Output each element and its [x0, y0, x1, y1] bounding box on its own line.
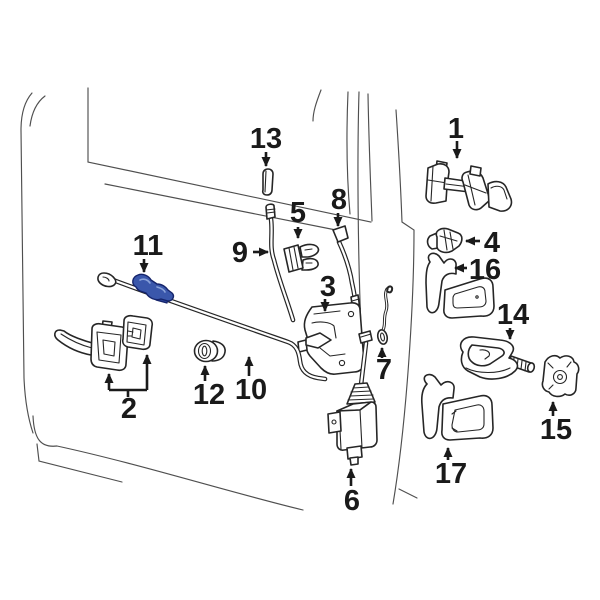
part-12-grommet	[193, 339, 226, 363]
callout-2-label: 2	[121, 393, 137, 425]
callout-9-label: 9	[232, 237, 248, 269]
callout-8-label: 8	[331, 184, 347, 216]
callout-3-label: 3	[320, 271, 336, 303]
callout-11: 11	[133, 230, 164, 273]
callout-1-label: 1	[448, 113, 464, 145]
callout-6: 6	[344, 468, 360, 517]
callout-11-label: 11	[133, 230, 164, 262]
callout-2-bracket	[109, 388, 147, 397]
callout-16-label: 16	[469, 254, 501, 286]
callout-16: 16	[454, 254, 501, 286]
part-7-rod	[376, 285, 394, 345]
part-14-clamp-with-screw	[459, 336, 536, 380]
callout-7: 7	[376, 347, 392, 386]
callout-17: 17	[435, 447, 467, 490]
callout-12: 12	[193, 365, 225, 411]
callout-10-label: 10	[235, 374, 267, 406]
callout-8: 8	[331, 184, 347, 227]
part-1-hinge-assembly	[425, 160, 513, 212]
callout-13: 13	[250, 123, 282, 167]
callout-1: 1	[448, 113, 464, 159]
callout-2: 2	[104, 354, 152, 425]
part-2-interior-handle	[54, 320, 130, 372]
callouts: 1 2 3 4 5 6 7 8	[104, 113, 572, 517]
callout-12-label: 12	[193, 379, 225, 411]
callout-5-label: 5	[290, 197, 306, 229]
callout-7-label: 7	[376, 354, 392, 386]
callout-15-label: 15	[540, 414, 572, 446]
part-11-rod-clip-highlighted	[132, 273, 175, 304]
part-3-lock-assembly	[297, 302, 365, 375]
part-4-clip	[426, 227, 463, 254]
part-5-rod-clip	[283, 243, 320, 273]
door-outline	[20, 87, 418, 511]
part-17-bracket	[420, 373, 494, 441]
callout-9: 9	[232, 237, 269, 269]
callout-3: 3	[320, 271, 336, 312]
callout-4-label: 4	[484, 227, 500, 259]
callout-17-label: 17	[435, 458, 467, 490]
part-10-rod	[97, 272, 328, 382]
part-13-pin	[261, 168, 274, 196]
part-9-rod	[265, 203, 296, 323]
callout-15: 15	[540, 401, 572, 446]
callout-5: 5	[290, 197, 306, 239]
callout-13-label: 13	[250, 123, 282, 155]
part-15-bracket	[541, 354, 580, 398]
callout-10: 10	[235, 356, 267, 406]
part-16-bracket	[425, 252, 495, 319]
part-6-lock-actuator	[327, 330, 378, 466]
callout-14-label: 14	[497, 299, 529, 331]
part-2-handle-bezel	[121, 314, 154, 351]
callout-4: 4	[465, 227, 500, 259]
part-8-rod	[332, 225, 361, 312]
callout-14: 14	[497, 299, 529, 340]
callout-6-label: 6	[344, 485, 360, 517]
